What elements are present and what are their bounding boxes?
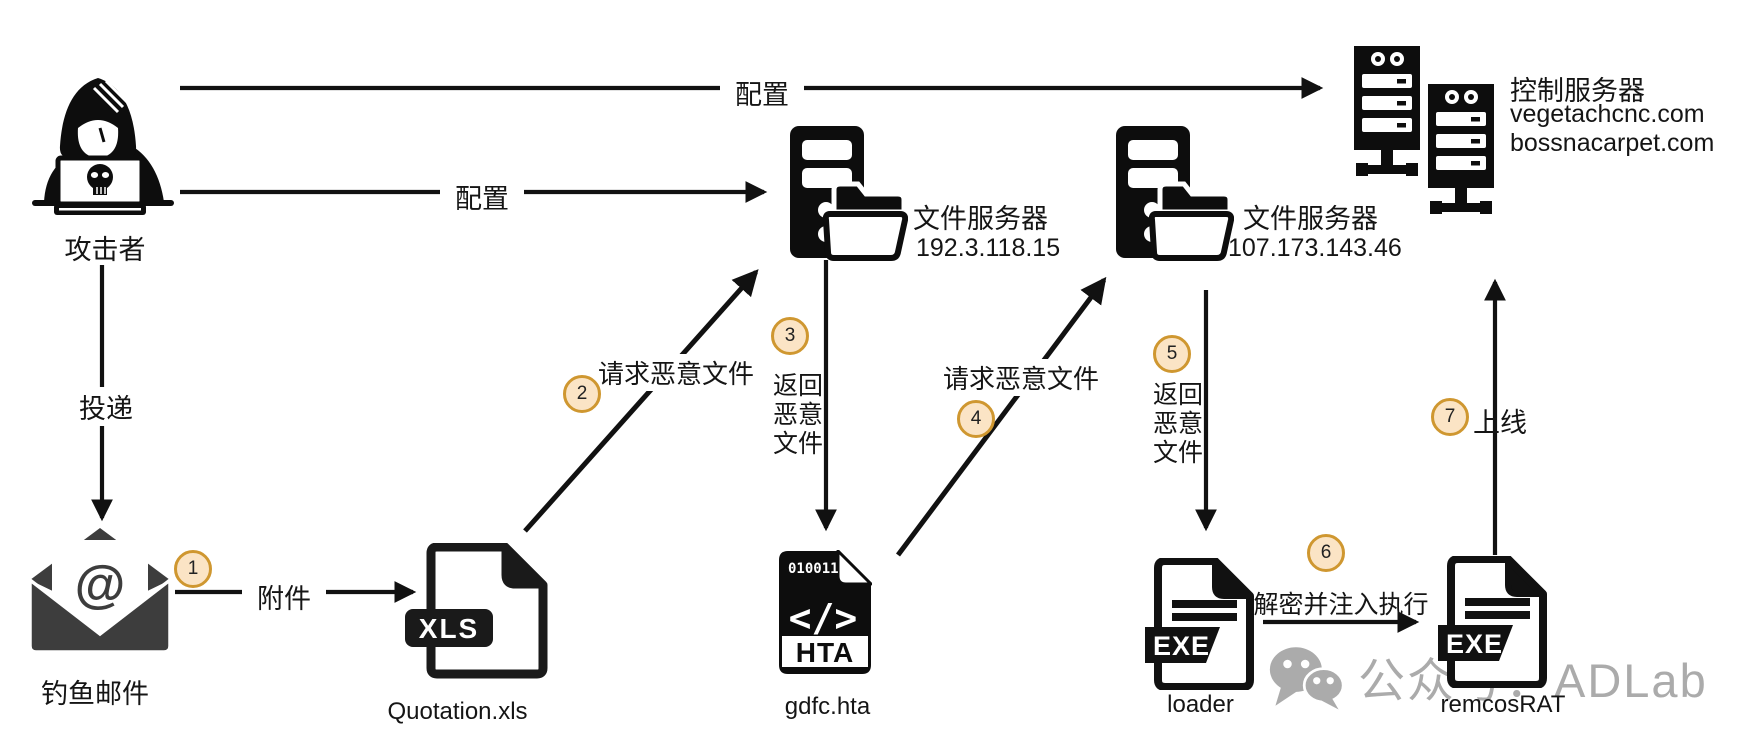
step-circle-4: 4 [957, 400, 995, 438]
control-server-icon-1 [1354, 46, 1420, 176]
xls-file-icon: XLS [405, 543, 548, 679]
file-server-1-icon [790, 126, 908, 261]
request-file-2-label: 请求恶意文件 [928, 359, 1114, 396]
control-server-title: 控制服务器 [1510, 76, 1645, 106]
email-icon: @ [28, 528, 172, 652]
control-server-icon-2 [1428, 84, 1494, 214]
file-server-1-ip: 192.3.118.15 [916, 234, 1061, 262]
arrow-request-file-2 [895, 276, 1107, 557]
configure-top-label: 配置 [720, 73, 804, 112]
gdfc-hta-label: gdfc.hta [784, 693, 871, 720]
hta-file-icon: 010011 </> HTA [779, 550, 872, 674]
exe-badge: EXE [1446, 629, 1503, 659]
step-circle-5: 5 [1153, 335, 1191, 373]
go-online-label: 上线 [1473, 408, 1527, 438]
remcos-rat-label: remcosRAT [1440, 691, 1566, 718]
file-server-2-ip: 107.173.143.46 [1228, 234, 1402, 262]
control-server-domain-2: bossnacarpet.com [1510, 129, 1715, 157]
return-file-2-label: 返回 恶意 文件 [1152, 381, 1203, 467]
exe-file-icon-loader: EXE [1145, 558, 1254, 690]
skull-icon [87, 164, 113, 195]
deliver-label: 投递 [64, 387, 148, 426]
wechat-icon [1269, 646, 1345, 709]
step-circle-2: 2 [563, 375, 601, 413]
step-circle-7: 7 [1431, 398, 1469, 436]
step-circle-6: 6 [1307, 534, 1345, 572]
decrypt-inject-label: 解密并注入执行 [1253, 591, 1429, 619]
attachment-label: 附件 [242, 577, 326, 616]
binary-text: 010011 [788, 561, 839, 577]
hta-badge: HTA [796, 637, 854, 668]
hacker-icon [32, 78, 174, 215]
step-circle-3: 3 [771, 317, 809, 355]
step-circle-1: 1 [174, 550, 212, 588]
file-server-1-title: 文件服务器 [913, 204, 1048, 234]
file-server-2-title: 文件服务器 [1243, 204, 1378, 234]
folder-icon [822, 181, 908, 261]
exe-badge: EXE [1153, 631, 1210, 661]
hacker-face [77, 120, 119, 158]
configure-mid-label: 配置 [440, 177, 524, 216]
file-server-2-icon [1116, 126, 1234, 261]
code-glyph: </> [789, 596, 858, 640]
at-symbol: @ [75, 556, 126, 614]
request-file-1-label: 请求恶意文件 [583, 354, 769, 391]
control-server-domain-1: vegetachcnc.com [1510, 100, 1705, 128]
attacker-label: 攻击者 [64, 235, 146, 265]
quotation-xls-label: Quotation.xls [387, 698, 528, 725]
loader-label: loader [1167, 691, 1234, 718]
folder-icon [1148, 181, 1234, 261]
arrow-request-file-1 [523, 269, 759, 533]
phishing-email-label: 钓鱼邮件 [41, 679, 149, 709]
xls-badge: XLS [419, 613, 479, 644]
return-file-1-label: 返回 恶意 文件 [772, 372, 823, 458]
exe-file-icon-remcos: EXE [1438, 556, 1547, 688]
